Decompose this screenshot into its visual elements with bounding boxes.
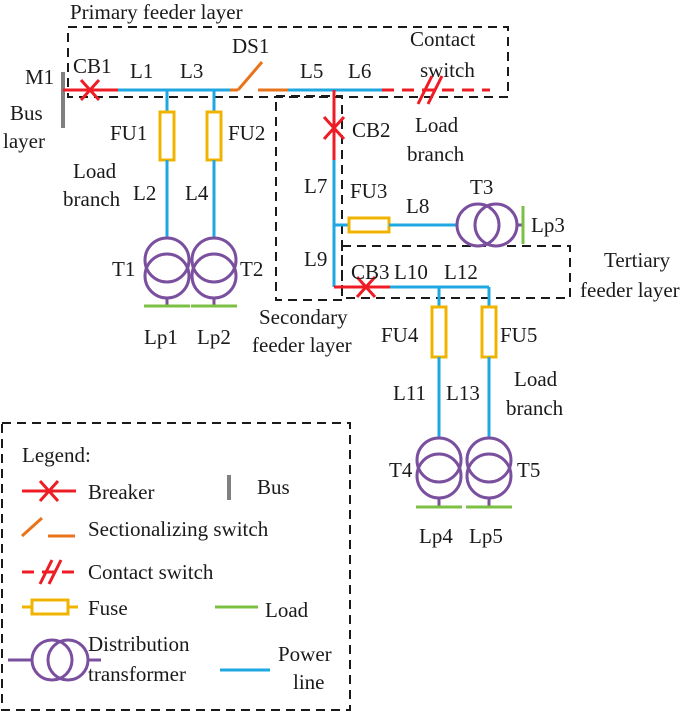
fuse-FU3-icon (347, 216, 391, 234)
legend-transformer-label-2: transformer (88, 662, 186, 686)
label-L10: L10 (394, 260, 428, 284)
contact-switch-label-2: switch (420, 58, 475, 82)
label-FU3: FU3 (350, 179, 387, 203)
upper-load-branch-label-1: Load (415, 113, 459, 137)
legend-breaker-icon (22, 479, 76, 503)
transformer-T2-icon (190, 236, 238, 300)
breaker-CB1-icon (79, 78, 101, 102)
label-DS1: DS1 (232, 34, 269, 58)
legend-power-line-label-1: Power (278, 642, 332, 666)
label-M1: M1 (25, 65, 54, 89)
label-L4: L4 (185, 181, 209, 205)
legend-load-label: Load (265, 598, 309, 622)
label-T5: T5 (517, 458, 540, 482)
legend-box (1, 422, 351, 711)
label-CB1: CB1 (73, 54, 112, 78)
label-L6: L6 (348, 59, 371, 83)
legend-contact-switch-label: Contact switch (88, 560, 214, 584)
label-Lp1: Lp1 (144, 325, 178, 349)
transformer-T5-icon (465, 436, 513, 500)
label-L9: L9 (304, 247, 327, 271)
fuse-FU1-icon (158, 110, 176, 162)
label-CB3: CB3 (351, 260, 390, 284)
fuse-FU4-icon (430, 305, 448, 359)
label-L8: L8 (406, 194, 429, 218)
primary-feeder-layer-title: Primary feeder layer (70, 0, 243, 24)
legend-fuse-icon (22, 598, 78, 616)
legend-title: Legend: (22, 443, 91, 467)
transformer-T4-icon (415, 436, 463, 500)
left-load-branch-label-2: branch (63, 187, 121, 211)
contact-switch-icon (416, 75, 444, 105)
contact-switch-label-1: Contact (410, 27, 475, 51)
fuse-FU2-icon (205, 110, 223, 162)
legend-contact-switch-icon (22, 559, 75, 585)
secondary-feeder-layer-box (275, 95, 343, 301)
breaker-CB2-icon (322, 115, 346, 141)
label-L5: L5 (300, 59, 323, 83)
legend-transformer-icon (8, 638, 101, 682)
label-T1: T1 (112, 257, 135, 281)
legend-fuse-label: Fuse (88, 596, 128, 620)
legend-sectionalizing-switch-icon (20, 516, 75, 538)
label-T2: T2 (240, 257, 263, 281)
fuse-FU5-icon (480, 305, 498, 359)
left-load-branch-label-1: Load (73, 159, 117, 183)
label-T4: T4 (389, 458, 413, 482)
label-L3: L3 (180, 59, 203, 83)
legend-power-line-label-2: line (293, 670, 325, 694)
bus-layer-label-2: layer (3, 129, 45, 153)
label-Lp5: Lp5 (469, 524, 503, 548)
label-L11: L11 (393, 381, 426, 405)
bus-layer-label-1: Bus (10, 101, 43, 125)
label-FU5: FU5 (500, 323, 537, 347)
label-FU1: FU1 (110, 121, 147, 145)
transformer-T1-icon (143, 236, 191, 300)
breaker-CB3-icon (355, 275, 377, 299)
tertiary-feeder-layer-label-1: Tertiary (604, 248, 671, 272)
label-Lp4: Lp4 (419, 524, 453, 548)
label-L1: L1 (130, 59, 153, 83)
label-L12: L12 (444, 260, 478, 284)
legend-transformer-label-1: Distribution (88, 632, 190, 656)
secondary-feeder-layer-label-2: feeder layer (252, 333, 352, 357)
label-L13: L13 (446, 381, 480, 405)
label-FU2: FU2 (228, 121, 265, 145)
legend-bus-label: Bus (257, 475, 290, 499)
right-load-branch-label-2: branch (506, 396, 564, 420)
tertiary-feeder-layer-box (341, 245, 571, 299)
tertiary-feeder-layer-label-2: feeder layer (580, 278, 680, 302)
label-FU4: FU4 (381, 323, 419, 347)
right-load-branch-label-1: Load (514, 367, 558, 391)
label-T3: T3 (470, 175, 493, 199)
transformer-T3-icon (455, 202, 519, 248)
label-L7: L7 (304, 174, 327, 198)
sectionalizing-switch-DS1-icon (236, 61, 264, 91)
legend-breaker-label: Breaker (88, 480, 154, 504)
label-Lp2: Lp2 (197, 325, 231, 349)
upper-load-branch-label-2: branch (407, 142, 465, 166)
secondary-feeder-layer-label-1: Secondary (259, 305, 348, 329)
label-Lp3: Lp3 (531, 213, 565, 237)
label-L2: L2 (133, 181, 156, 205)
legend-sectionalizing-switch-label: Sectionalizing switch (88, 517, 269, 541)
label-CB2: CB2 (352, 118, 391, 142)
